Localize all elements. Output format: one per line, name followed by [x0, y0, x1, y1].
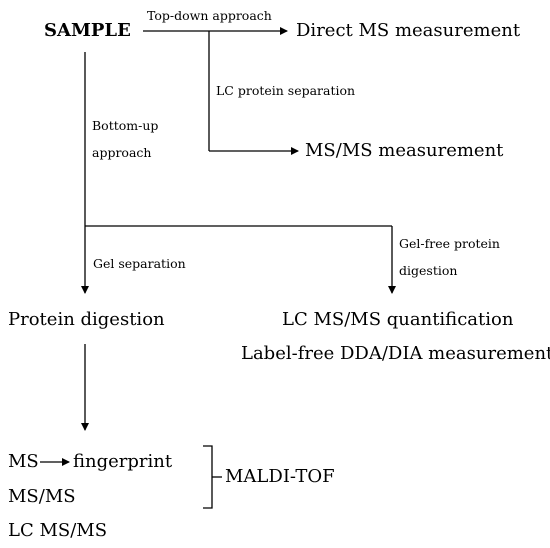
ms-label: MS: [8, 451, 39, 472]
fingerprint-label: fingerprint: [73, 451, 173, 472]
lc-msms-quantification-label: LC MS/MS quantification: [282, 309, 514, 330]
maldi-tof-label: MALDI-TOF: [225, 466, 335, 487]
msms-label: MS/MS: [8, 486, 76, 507]
bracket-maldi: [203, 445, 213, 509]
top-down-label: Top-down approach: [147, 8, 272, 23]
lc-msms-label: LC MS/MS: [8, 520, 108, 541]
sample-label: SAMPLE: [44, 20, 131, 41]
gel-free-label-line1: Gel-free protein: [399, 236, 500, 251]
bottom-up-label-line2: approach: [92, 145, 152, 160]
direct-ms-label: Direct MS measurement: [296, 20, 521, 41]
gel-free-label-line2: digestion: [399, 263, 458, 278]
lc-protein-separation-label: LC protein separation: [216, 83, 356, 98]
msms-measurement-label: MS/MS measurement: [305, 140, 504, 161]
protein-digestion-label: Protein digestion: [8, 309, 165, 330]
gel-separation-label: Gel separation: [93, 256, 186, 271]
label-free-measurement-label: Label-free DDA/DIA measurement: [241, 343, 550, 364]
bottom-up-label-line1: Bottom-up: [92, 118, 159, 133]
